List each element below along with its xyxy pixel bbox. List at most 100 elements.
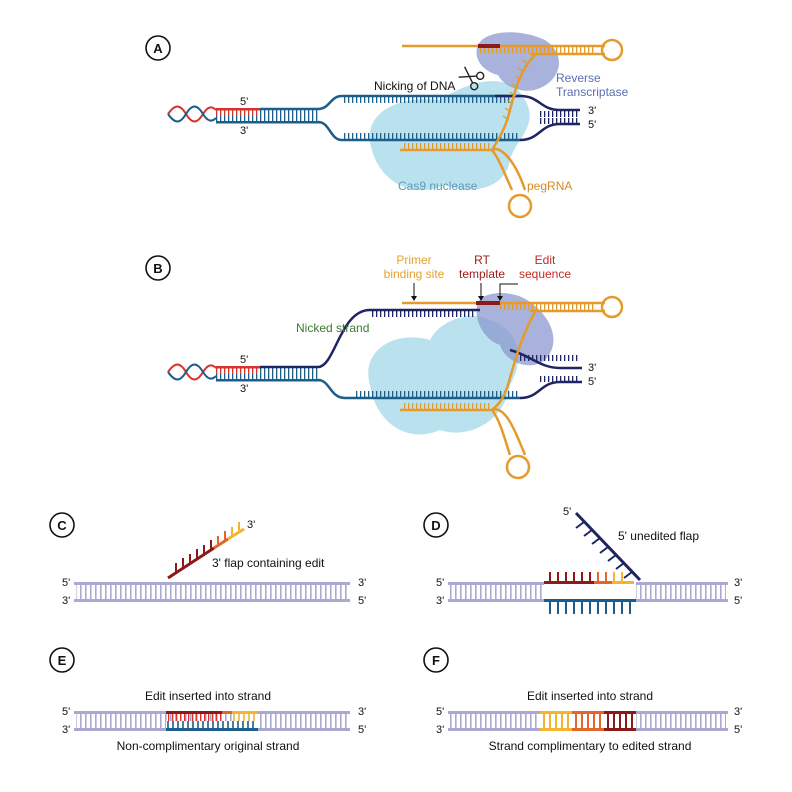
- panel-c-label: C: [57, 518, 67, 533]
- pegrna-spine-b: [491, 311, 537, 411]
- rungs-c: [76, 585, 348, 599]
- lower-strand-ticks-b: [355, 391, 520, 397]
- panel-f-badge: [423, 647, 449, 673]
- unedited-flap-d: [574, 511, 642, 582]
- edit-top-orange-f: [572, 711, 604, 714]
- panel-d-badge: [423, 512, 449, 538]
- bottom-caption-f: Strand complimentary to edited strand: [489, 739, 692, 753]
- orig-rungs-lines-e: [167, 721, 254, 728]
- strand-bottom-c: [74, 599, 350, 602]
- end-3-bottom-d: 3': [436, 595, 444, 607]
- pegrna-loop-bottom-b: [505, 454, 531, 480]
- pbs-arrow-head: [411, 296, 417, 301]
- pegrna-scaffold-right-a: [491, 147, 527, 191]
- dsdna-bottom-line-a: [216, 121, 320, 124]
- edited-top-orange-d: [594, 581, 612, 584]
- edit-top-red-e: [166, 711, 222, 714]
- panel-e-badge: [49, 647, 75, 673]
- pegrna-rt-template-a: [478, 44, 500, 48]
- edit-arrow: [499, 283, 518, 299]
- dsdna-bottom-line-b: [216, 379, 320, 382]
- upper-strand-ticks-a: [342, 97, 512, 103]
- nicking-label: Nicking of DNA: [374, 79, 455, 93]
- flap-rungs-yellow-c: [231, 522, 240, 537]
- end-3-right-a: 3': [588, 105, 596, 117]
- end-3-left-a: 3': [240, 125, 248, 137]
- rt-template-label-line2: template: [459, 267, 505, 281]
- orig-rungs-e: [166, 721, 258, 728]
- dsdna-bottom-ticks-b: [216, 374, 320, 380]
- navy-ticks-top-b: [520, 355, 580, 361]
- end-5-bottom-e: 5': [358, 724, 366, 736]
- end-3-top-e: 3': [358, 706, 366, 718]
- panel-d-label: D: [431, 518, 440, 533]
- helix-blue-a: [167, 105, 217, 123]
- edit-rungs-yellow-f: [543, 714, 569, 728]
- dsdna-top-ticks-blue-b: [260, 368, 320, 374]
- panel-a: A: [145, 32, 629, 219]
- panel-b-label: B: [153, 261, 162, 276]
- edit-rungs-orange-f: [575, 714, 601, 728]
- flap-rungs-c: [175, 540, 212, 573]
- strand-top-c: [74, 582, 350, 585]
- rt-template-label-line1: RT: [474, 253, 490, 267]
- new-strand-d: [544, 599, 636, 602]
- pegrna-rt-template-b: [476, 301, 500, 305]
- top-caption-e: Edit inserted into strand: [145, 689, 271, 703]
- dsdna-bottom-ticks-a: [216, 116, 320, 122]
- helix-blue-b: [167, 363, 217, 381]
- pegrna-label: pegRNA: [527, 179, 572, 193]
- flap-backbone-yellow-c: [227, 527, 245, 541]
- flap-caption-d: 5' unedited flap: [618, 529, 699, 543]
- panel-e: E Edit inserted into strand Non-complime…: [49, 647, 366, 753]
- edit-top-yellow-f: [540, 711, 572, 714]
- panel-e-label: E: [58, 653, 67, 668]
- edit-arrow-head: [497, 296, 503, 301]
- end-5-right-b: 5': [588, 376, 596, 388]
- edited-top-red-d: [544, 581, 594, 584]
- panel-a-badge: [145, 35, 171, 61]
- end-5-bottom-d: 5': [734, 595, 742, 607]
- edited-rungs-d: [549, 572, 591, 584]
- strand-top-d-right: [636, 582, 728, 585]
- dsdna-bottom-branch-a: [317, 120, 520, 142]
- helix-red-b: [167, 363, 217, 381]
- dsdna-top-blue-line-a: [260, 94, 520, 111]
- edit-top-orange-e: [222, 711, 232, 714]
- edit-top-red-f: [604, 711, 636, 714]
- edited-rungs-yellow-d: [613, 572, 623, 584]
- edit-bottom-yellow-f: [540, 728, 572, 731]
- panel-d: D 5' 5' unedited flap 5' 3' 3' 5': [423, 506, 742, 614]
- nicked-strand-ticks: [370, 311, 475, 317]
- pegrna-top-ticks-b: [500, 304, 595, 310]
- end-5-left-b: 5': [240, 354, 248, 366]
- pegrna-scaffold-right-b: [491, 408, 527, 456]
- pbs-label-line1: Primer: [396, 253, 431, 267]
- pegrna-loop-top-a: [600, 38, 624, 62]
- end-5-left-a: 5': [240, 96, 248, 108]
- lower-strand-ticks-a: [342, 133, 520, 139]
- navy-strand-right-top-b: [509, 348, 582, 370]
- scissors-icon: [458, 66, 485, 91]
- end-3-top-c: 3': [358, 577, 366, 589]
- dsdna-top-ticks-blue-a: [260, 110, 320, 116]
- end-3-left-b: 3': [240, 383, 248, 395]
- nicked-strand-line: [260, 308, 480, 369]
- flap-rungs-orange-c: [217, 531, 226, 546]
- panel-a-label: A: [153, 41, 163, 56]
- rungs-d-right: [636, 585, 726, 599]
- panel-b: B Primer: [145, 253, 624, 480]
- orig-strand-e: [166, 728, 258, 731]
- edit-rungs-red-f: [607, 714, 633, 728]
- end-3-top-d: 3': [734, 577, 742, 589]
- edit-rungs-yellow-e: [232, 714, 258, 721]
- unedited-flap-rungs-d: [575, 521, 633, 579]
- end-3-bottom-e: 3': [62, 724, 70, 736]
- navy-ticks-bottom-a: [540, 118, 580, 124]
- flap-end-d: 5': [563, 506, 571, 518]
- dsdna-bottom-branch-b: [317, 378, 520, 400]
- nicked-strand-label: Nicked strand: [296, 321, 369, 335]
- strand-bottom-d-right: [636, 599, 728, 602]
- end-3-right-b: 3': [588, 362, 596, 374]
